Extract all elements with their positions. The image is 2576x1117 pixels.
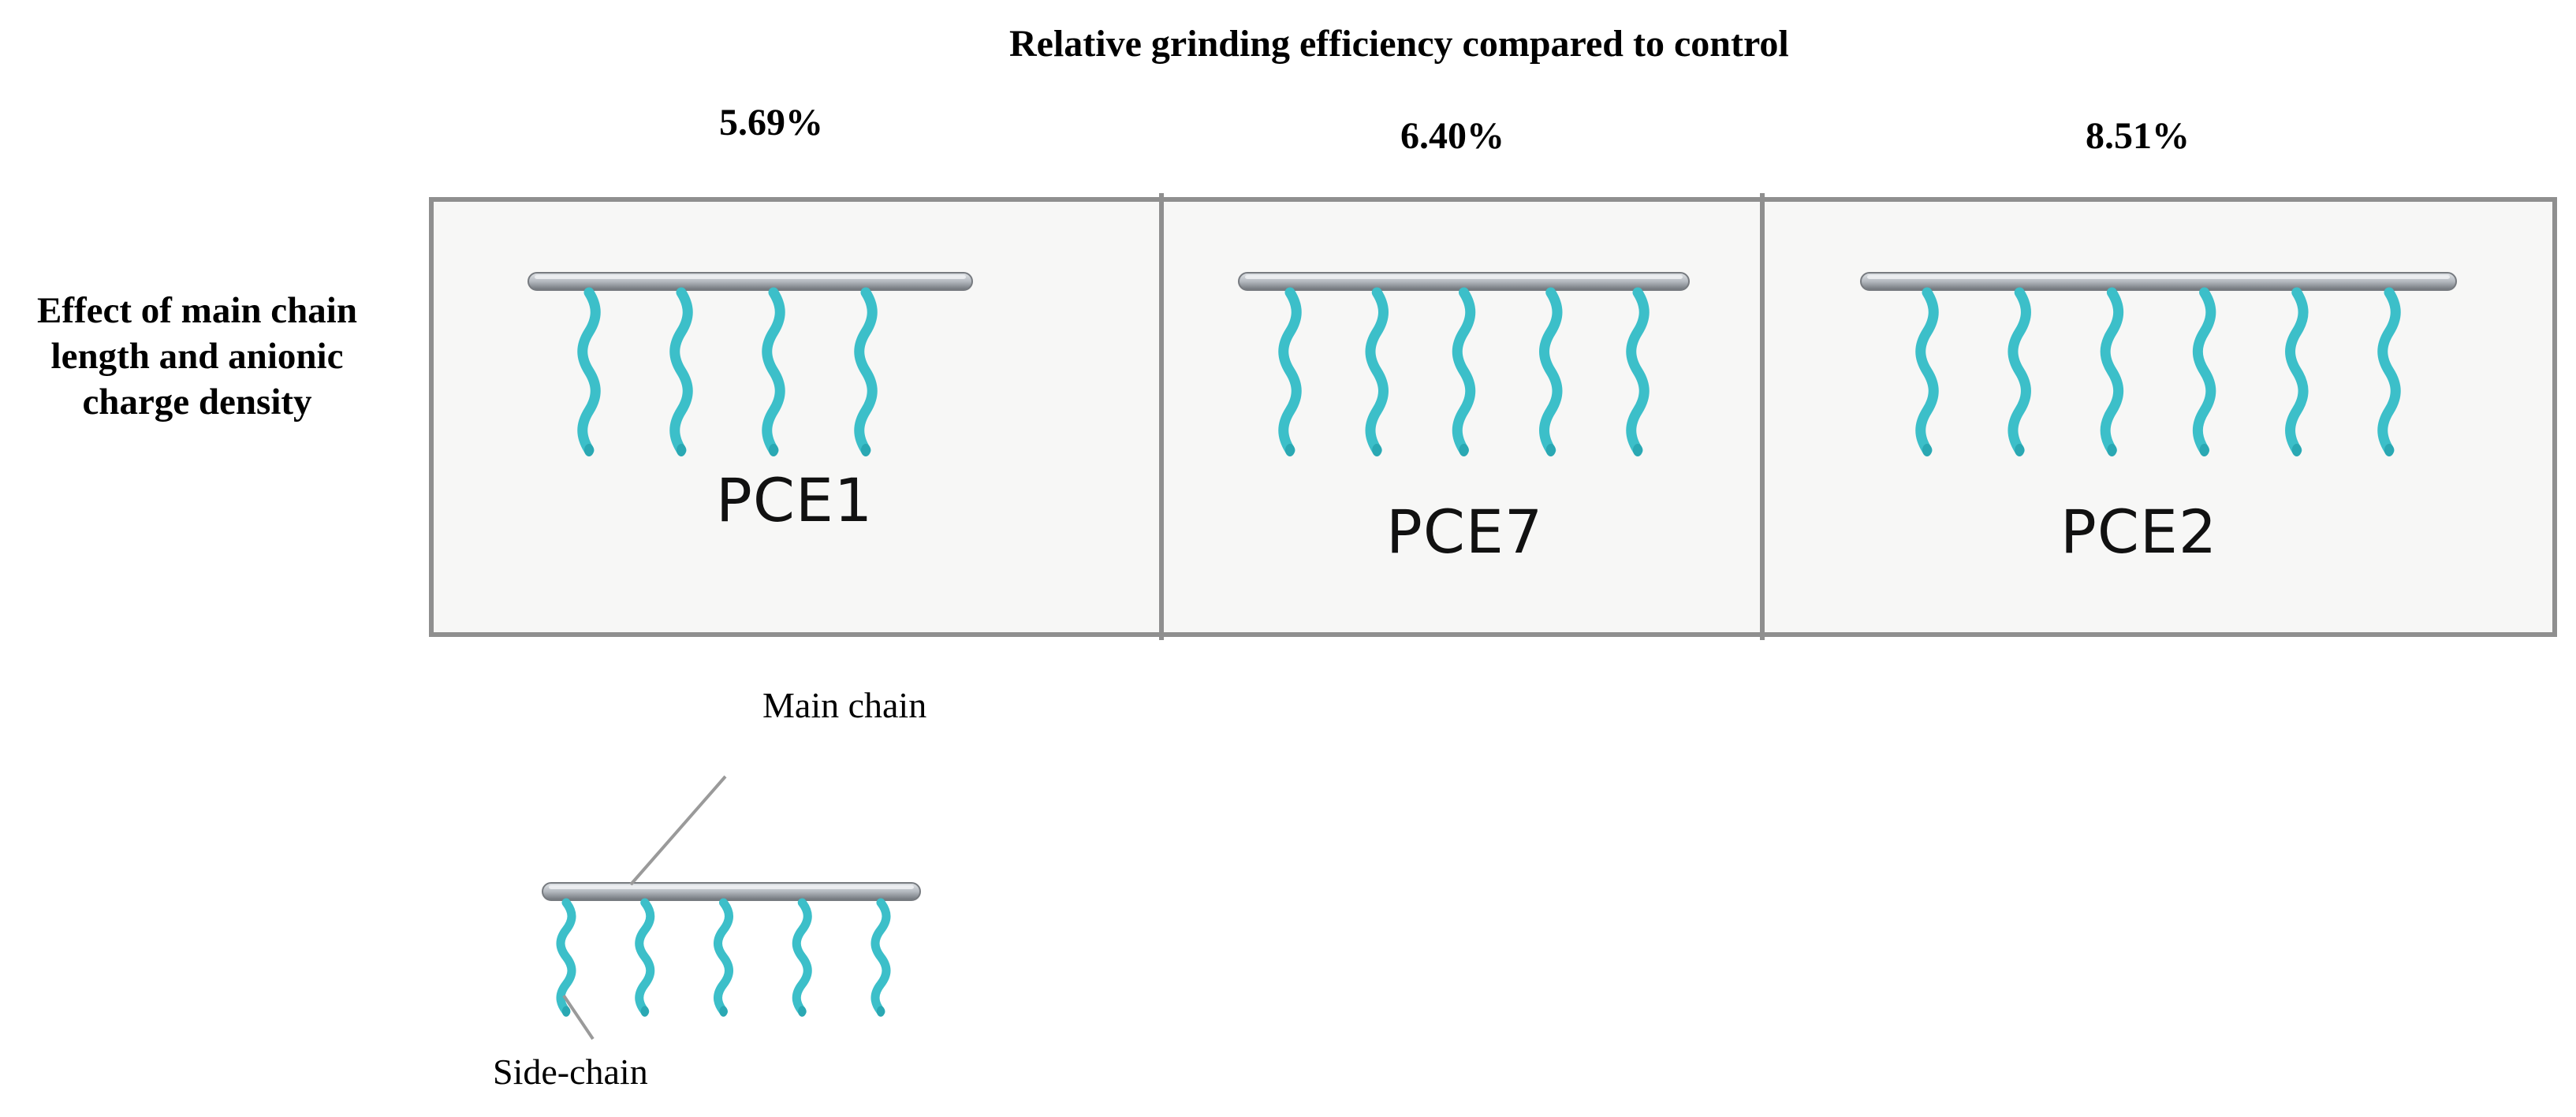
legend-side-chain [635,898,655,1016]
panel-2-side-chain-tip [1633,444,1642,456]
panel-2-side-chain-tip [1285,444,1295,456]
panel-1-side-chain-tip [584,444,594,456]
panels-frame [429,197,2557,637]
legend-side-chain-tip [876,1006,885,1017]
row-label: Effect of main chain length and anionic … [37,290,357,423]
panel-2-side-chain [1452,287,1476,456]
panel-3-side-chain-tip [1922,444,1932,456]
panel-1-side-chain-tip [769,444,778,456]
side-chain-pointer [562,994,595,1041]
legend-molecule [542,882,921,1017]
panel-3-side-chain [2285,287,2309,456]
panel-1-main-chain-highlight [535,275,966,279]
panel-1-side-chain [669,287,693,456]
header-title: Relative grinding efficiency compared to… [1009,23,1789,65]
panel-3-side-chain [1915,287,1939,456]
legend-side-chain [870,898,891,1016]
panel-1-side-chain [577,287,601,456]
legend-side-chain-tip [798,1006,807,1017]
legend-side-chain-label: Side-chain [493,1052,648,1092]
panel-1-label: PCE1 [716,465,874,535]
panel-3-molecule [1860,272,2457,456]
panel-3-side-chain-tip [2199,444,2209,456]
panel-2-side-chain [1365,287,1389,456]
panel-3-efficiency: 8.51% [2086,115,2190,157]
panel-3-main-chain-highlight [1867,275,2450,279]
panel-3-side-chain [2100,287,2124,456]
panel-3-side-chain-tip [2384,444,2394,456]
panel-2-side-chain-tip [1459,444,1469,456]
main-chain-pointer [629,775,727,886]
legend-main-chain-highlight [549,885,914,889]
panel-2-side-chain [1539,287,1563,456]
panel-2-side-chain [1626,287,1650,456]
panel-1-side-chain-tip [677,444,686,456]
legend-side-chain-tip [640,1006,649,1017]
panel-2-molecule [1238,272,1690,456]
panel-3-side-chain-tip [2107,444,2117,456]
panel-2-side-chain [1278,287,1302,456]
legend-main-chain-label: Main chain [762,685,927,725]
panel-1-side-chain [762,287,785,456]
legend-side-chain-tip [561,1006,571,1017]
panel-2-side-chain-tip [1372,444,1382,456]
legend-side-chain [792,898,812,1016]
panel-1-efficiency: 5.69% [719,102,823,143]
panel-3-side-chain [2192,287,2216,456]
panel-2-label: PCE7 [1386,497,1544,567]
panel-3-side-chain-tip [2015,444,2025,456]
legend-side-chain [556,898,576,1016]
panel-1-side-chain [854,287,878,456]
panel-3-side-chain [2377,287,2401,456]
panel-1-molecule [528,272,973,456]
panel-2-main-chain-highlight [1245,275,1683,279]
panel-2-side-chain-tip [1545,444,1556,456]
panel-3-side-chain-tip [2291,444,2302,456]
panel-2-efficiency: 6.40% [1400,115,1504,157]
panel-3-side-chain [2007,287,2031,456]
legend-side-chain [713,898,734,1016]
panel-1-side-chain-tip [861,444,870,456]
legend-side-chain-tip [719,1006,728,1017]
panel-3-label: PCE2 [2060,497,2218,567]
